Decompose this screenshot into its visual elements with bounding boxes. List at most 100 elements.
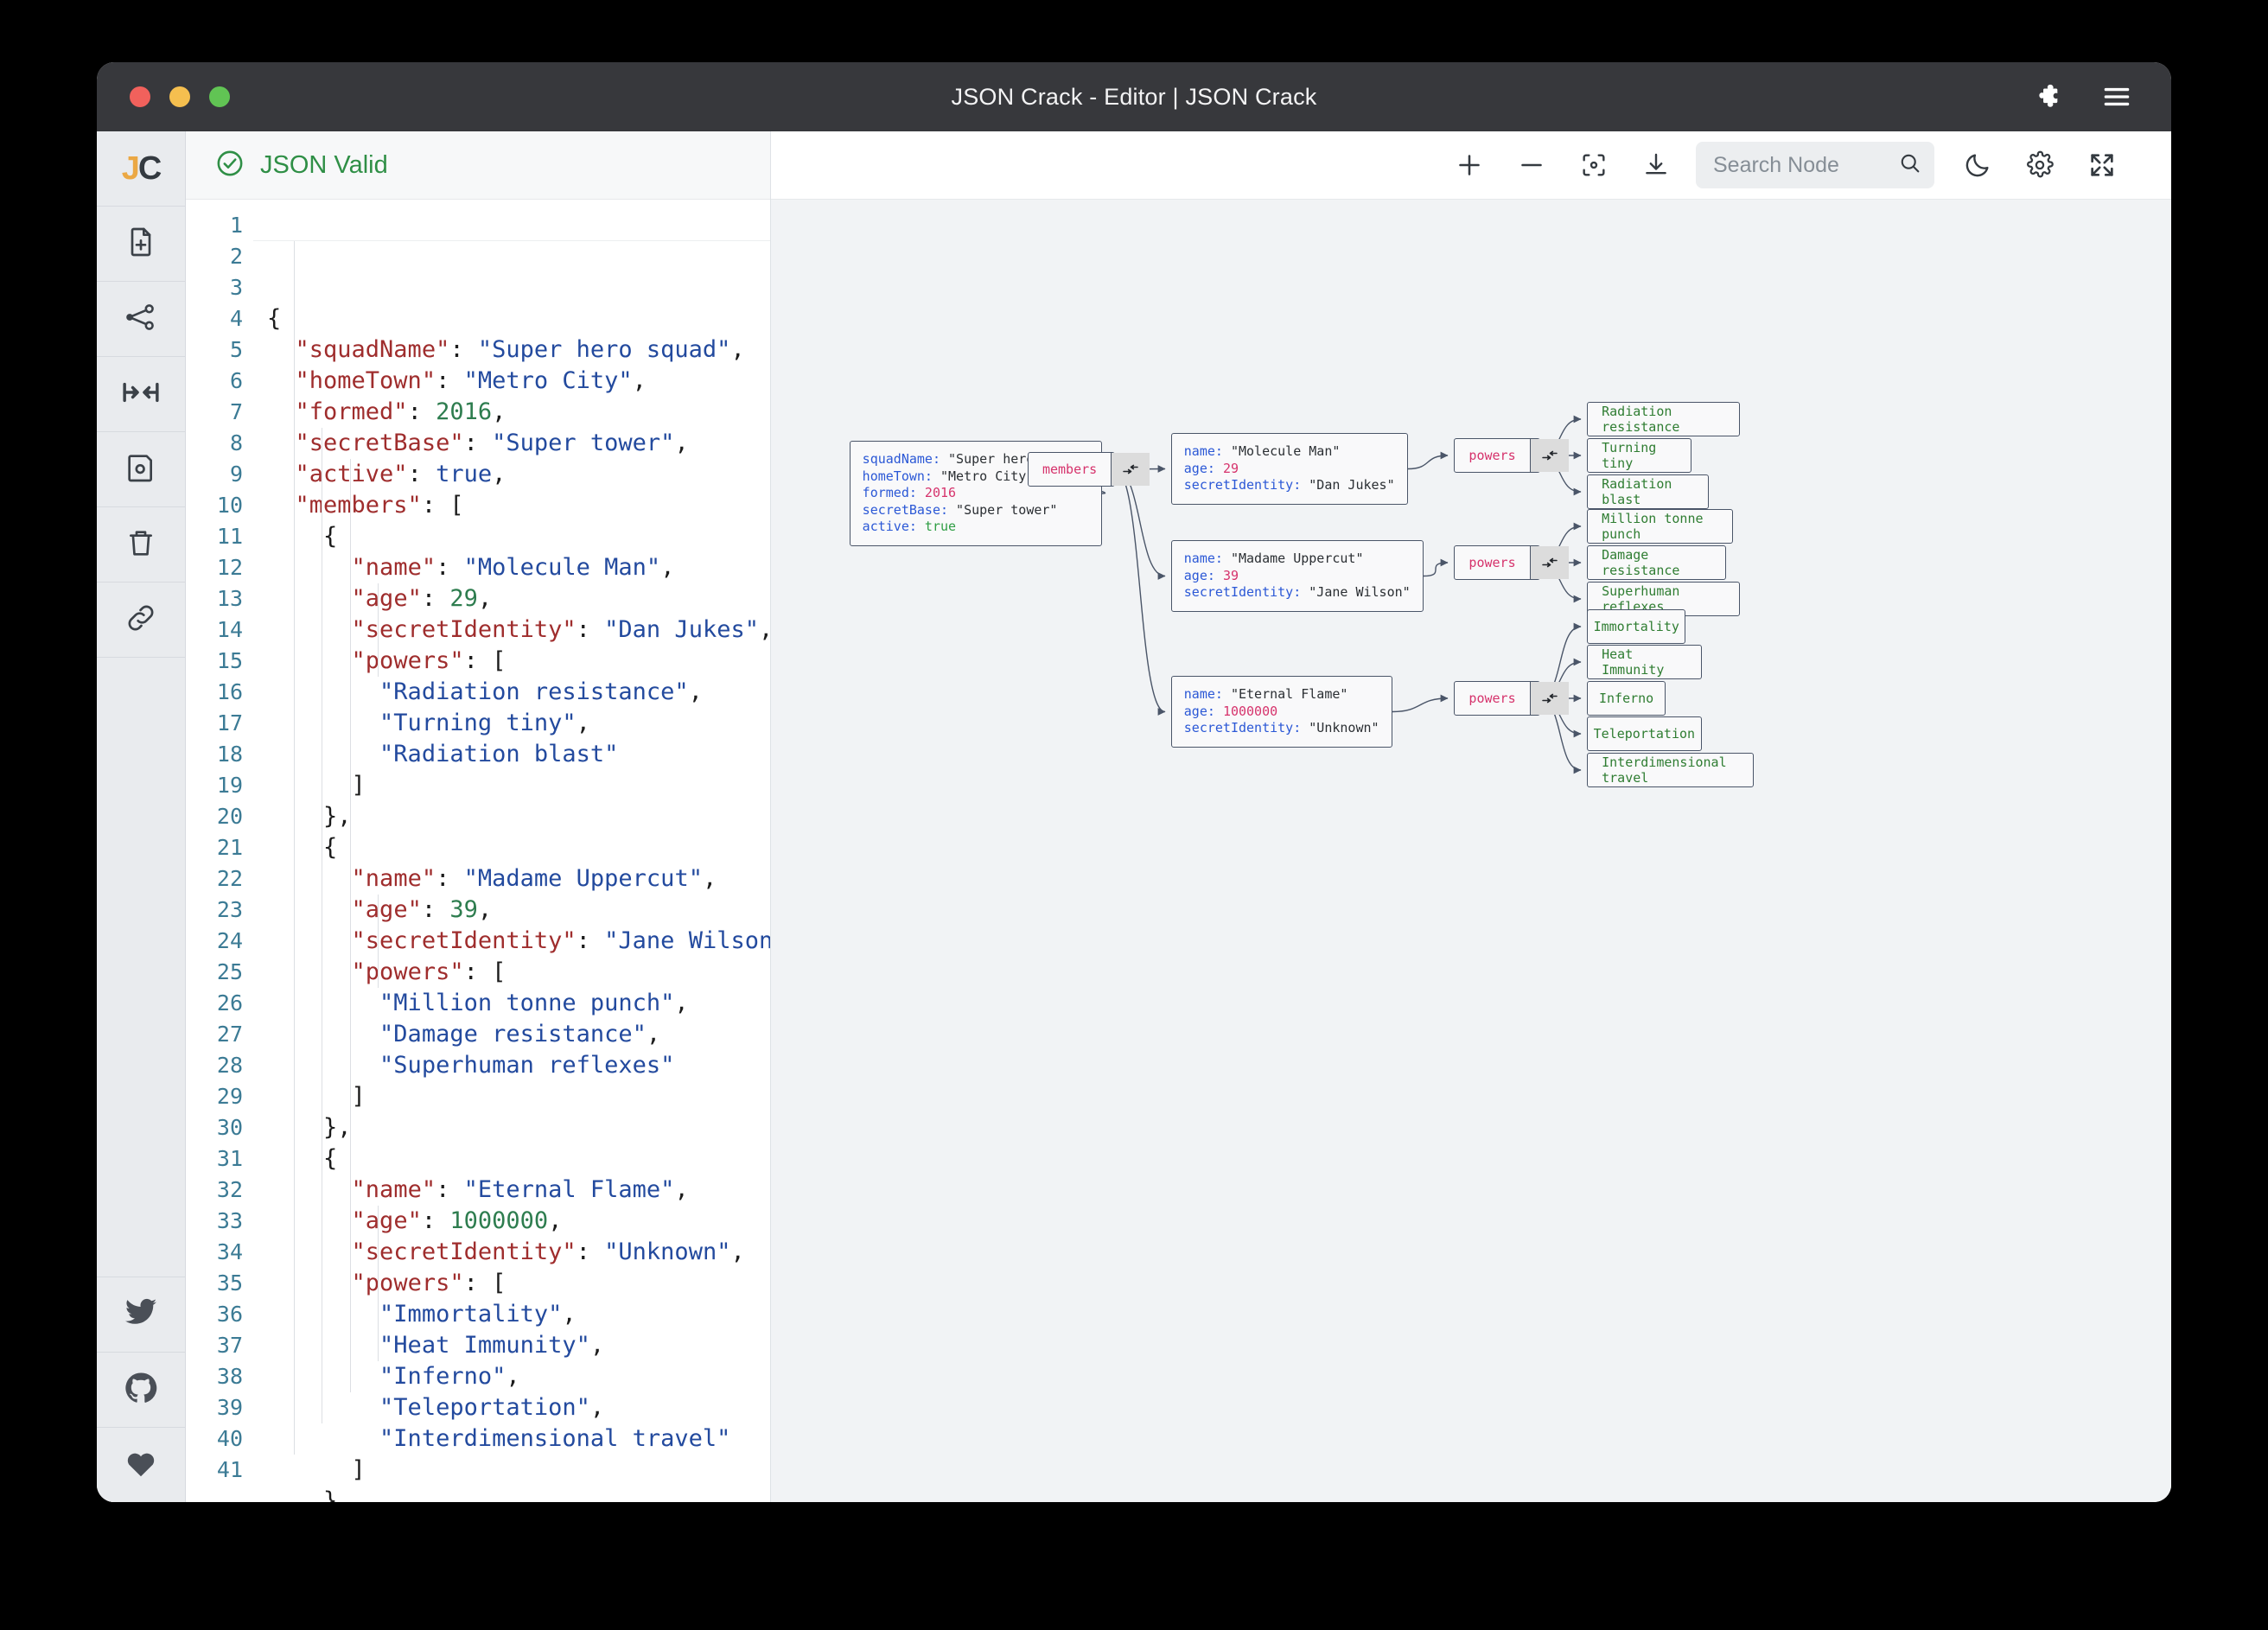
indent-guide [378, 1206, 379, 1361]
graph-leaf-node[interactable]: Teleportation [1587, 716, 1702, 752]
sidebar-item-new-document[interactable] [97, 207, 185, 282]
line-number: 20 [216, 804, 243, 829]
graph-parent-node[interactable]: powers [1454, 680, 1569, 716]
line-number: 39 [216, 1395, 243, 1420]
sidebar-item-collapse-expand[interactable] [97, 357, 185, 432]
code-token: "Damage resistance" [379, 1021, 647, 1047]
code-token: "members" [295, 492, 422, 519]
code-token: ] [351, 1456, 366, 1483]
hamburger-menu-icon[interactable] [2102, 85, 2131, 109]
collapse-node-button[interactable] [1529, 681, 1569, 715]
code-token: "Super tower" [492, 430, 675, 456]
sidebar-item-delete-file[interactable] [97, 507, 185, 583]
graph-leaf-node[interactable]: Radiation blast [1587, 474, 1709, 509]
title-bar: JSON Crack - Editor | JSON Crack [97, 62, 2171, 131]
sidebar-item-copy-link[interactable] [97, 583, 185, 658]
line-number: 5 [229, 337, 243, 362]
search-input[interactable] [1711, 151, 1898, 179]
code-token: , [674, 990, 689, 1016]
download-button[interactable] [1625, 141, 1687, 189]
magnifier-icon[interactable] [1898, 151, 1922, 180]
graph-leaf-label: Inferno [1599, 690, 1654, 706]
code-line: }, [267, 801, 770, 832]
graph-node-row: secretIdentity: "Unknown" [1184, 720, 1379, 737]
sidebar-item-save-file[interactable] [97, 432, 185, 507]
theme-toggle-button[interactable] [1946, 141, 2009, 189]
graph-leaf-node[interactable]: Interdimensional travel [1587, 753, 1755, 788]
line-number: 34 [216, 1239, 243, 1264]
sidebar-item-twitter[interactable] [97, 1277, 185, 1352]
fullscreen-button[interactable] [2071, 141, 2133, 189]
code-token: : [436, 554, 464, 581]
code-token: , [589, 1332, 605, 1359]
graph-canvas[interactable]: squadName: "Super hero squad"homeTown: "… [771, 200, 2171, 1502]
settings-gear-button[interactable] [2009, 141, 2071, 189]
code-token: , [674, 1176, 689, 1203]
line-number: 25 [216, 959, 243, 984]
code-token: : [407, 461, 436, 487]
zoom-in-button[interactable] [1438, 141, 1500, 189]
graph-node-row: active: true [863, 519, 1089, 536]
graph-node-value: "Molecule Man" [1230, 443, 1341, 460]
graph-node-row: secretIdentity: "Jane Wilson" [1184, 584, 1411, 602]
graph-node-value: "Unknown" [1309, 720, 1379, 736]
graph-leaf-node[interactable]: Turning tiny [1587, 437, 1692, 473]
graph-parent-node[interactable]: powers [1454, 437, 1569, 473]
close-window-button[interactable] [130, 86, 150, 107]
graph-toolbar [771, 131, 2171, 200]
code-token: "Million tonne punch" [379, 990, 675, 1016]
graph-parent-node[interactable]: members [1027, 451, 1150, 487]
sidebar-item-github[interactable] [97, 1352, 185, 1427]
center-view-button[interactable] [1563, 141, 1625, 189]
graph-leaf-label: Radiation resistance [1602, 404, 1680, 436]
minimize-window-button[interactable] [169, 86, 190, 107]
code-token: "squadName" [295, 336, 450, 363]
indent-guide [293, 241, 295, 1455]
code-token: : [ [463, 958, 506, 985]
line-number: 31 [216, 1146, 243, 1171]
code-token: , [702, 865, 717, 892]
code-content[interactable]: { "squadName": "Super hero squad", "home… [253, 200, 770, 1502]
sidebar-item-share-graph[interactable] [97, 282, 185, 357]
graph-leaf-node[interactable]: Inferno [1587, 680, 1666, 716]
code-token: "Heat Immunity" [379, 1332, 590, 1359]
graph-leaf-node[interactable]: Immortality [1587, 609, 1686, 645]
zoom-out-button[interactable] [1500, 141, 1563, 189]
graph-leaf-node[interactable]: Heat Immunity [1587, 645, 1702, 680]
line-number: 3 [229, 275, 243, 300]
graph-leaf-label: Teleportation [1593, 726, 1696, 742]
line-number: 13 [216, 586, 243, 611]
maximize-window-button[interactable] [209, 86, 230, 107]
code-token: 2016 [436, 398, 493, 425]
line-number: 7 [229, 399, 243, 424]
code-line: { [267, 303, 770, 334]
graph-parent-node[interactable]: powers [1454, 545, 1569, 581]
code-token: "Radiation blast" [379, 741, 619, 767]
collapse-node-button[interactable] [1529, 438, 1569, 472]
code-token: : [449, 336, 478, 363]
sidebar-item-sponsor[interactable] [97, 1427, 185, 1502]
graph-leaf-node[interactable]: Damage resistance [1587, 545, 1726, 581]
code-token: "name" [351, 1176, 436, 1203]
code-token: "Metro City" [463, 367, 633, 394]
graph-node-row: name: "Eternal Flame" [1184, 686, 1379, 704]
graph-leaf-node[interactable]: Radiation resistance [1587, 402, 1741, 437]
graph-leaf-label: Radiation blast [1602, 475, 1672, 507]
graph-pane: squadName: "Super hero squad"homeTown: "… [771, 131, 2171, 1502]
titlebar-actions [2033, 82, 2131, 111]
code-line: "powers": [ [267, 957, 770, 988]
collapse-node-button[interactable] [1529, 546, 1569, 580]
graph-leaf-label: Heat Immunity [1602, 646, 1665, 678]
line-number: 36 [216, 1302, 243, 1327]
graph-leaf-node[interactable]: Million tonne punch [1587, 509, 1733, 544]
collapse-node-button[interactable] [1111, 452, 1150, 486]
puzzle-piece-icon[interactable] [2033, 82, 2062, 111]
search-node-field[interactable] [1696, 142, 1934, 188]
